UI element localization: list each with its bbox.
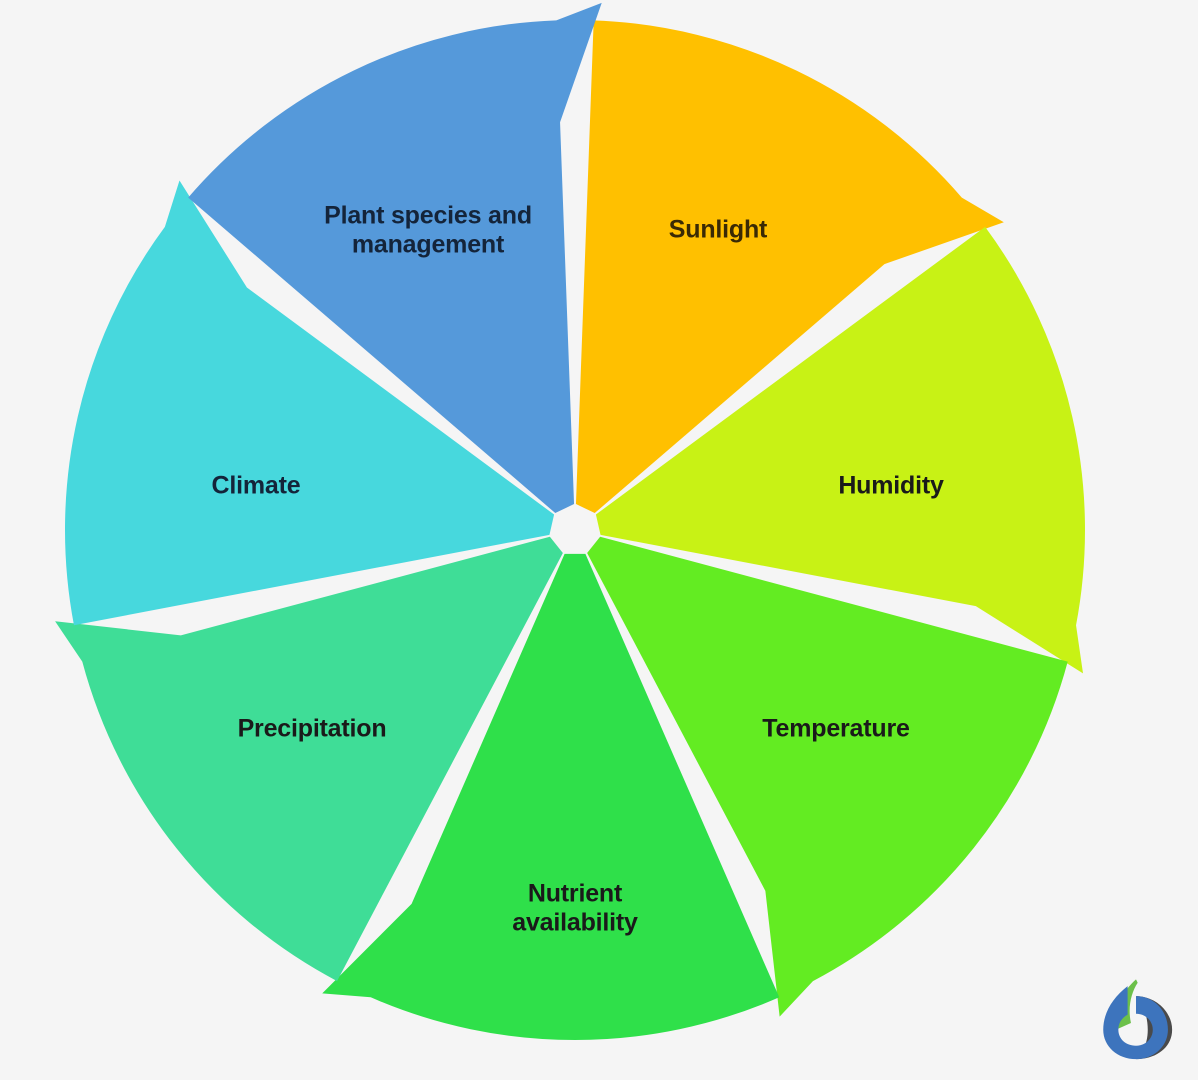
wheel-segment-climate[interactable] [65,180,555,626]
wheel-segment-precipitation[interactable] [55,536,563,982]
brand-logo-icon [1103,979,1173,1060]
wheel-segment-temperature[interactable] [587,536,1068,1017]
wheel-segment-nutrient-availability[interactable] [322,553,780,1041]
wheel-segment-humidity[interactable] [595,226,1085,674]
wheel-segment-plant-species-and-management[interactable] [188,2,602,514]
wheel-segment-sunlight[interactable] [575,20,1004,514]
wheel-segments-group [55,2,1085,1041]
logo-body-shape [1103,986,1168,1060]
